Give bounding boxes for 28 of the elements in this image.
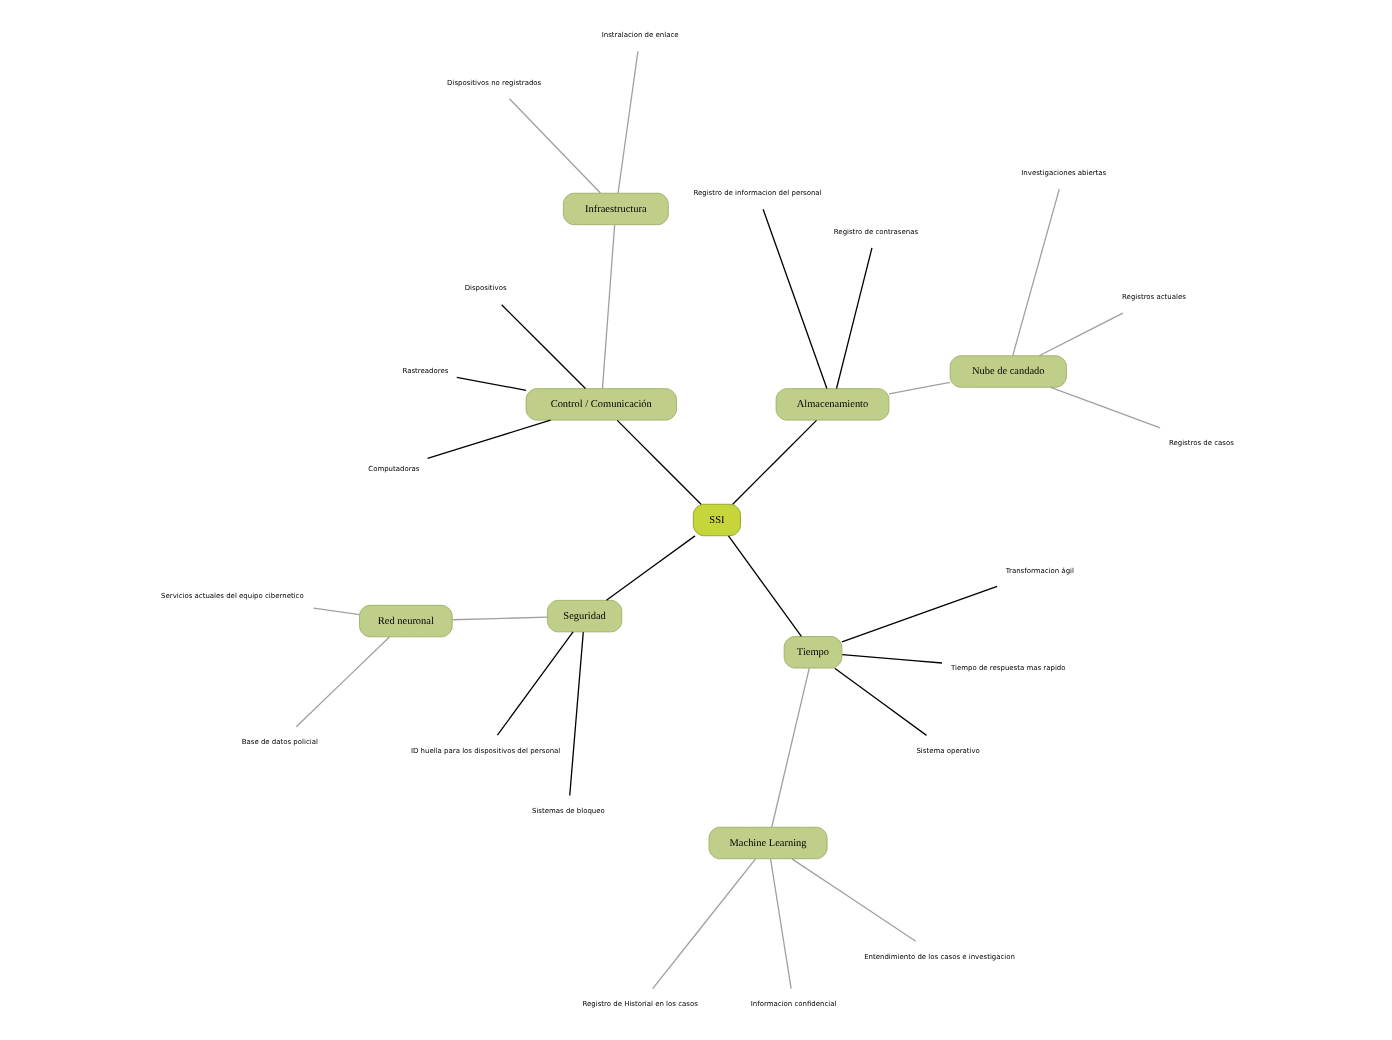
connector	[311, 607, 360, 616]
connector	[770, 667, 809, 828]
connector	[604, 535, 695, 601]
connector	[834, 247, 872, 390]
connector	[790, 858, 916, 942]
connector	[1011, 188, 1059, 357]
connector	[495, 631, 573, 736]
connector	[568, 631, 583, 797]
connector	[500, 304, 586, 390]
connector	[615, 419, 701, 505]
connector	[840, 585, 997, 643]
connector	[887, 381, 950, 395]
connector	[294, 636, 390, 728]
connector	[833, 667, 927, 737]
connector	[455, 376, 526, 391]
connector	[1037, 312, 1123, 357]
connector	[507, 98, 601, 194]
connector	[761, 208, 827, 390]
connector	[768, 858, 791, 990]
connector	[731, 419, 817, 505]
connector	[1049, 386, 1160, 429]
connector	[600, 224, 615, 390]
connector	[726, 535, 802, 637]
connector	[450, 616, 547, 621]
connector	[425, 419, 551, 460]
connector	[616, 50, 638, 194]
connector	[651, 858, 756, 990]
connector	[840, 654, 942, 664]
